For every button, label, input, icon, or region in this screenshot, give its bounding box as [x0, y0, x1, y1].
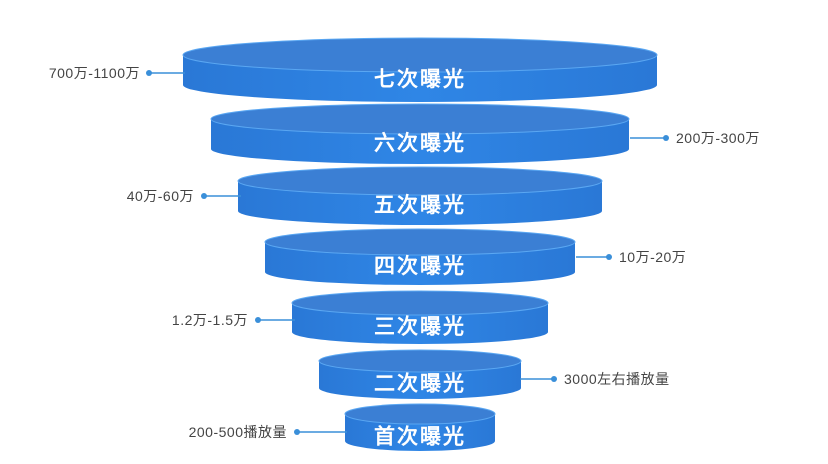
callout-dot — [551, 376, 557, 382]
tier-callout: 700万-1100万 — [49, 65, 185, 81]
tier-disc-body — [238, 181, 602, 225]
funnel-tier: 七次曝光 — [182, 37, 658, 102]
tier-disc-top — [237, 166, 603, 196]
tier-value-label: 10万-20万 — [619, 249, 686, 265]
callout-dot — [663, 135, 669, 141]
tier-callout: 200-500播放量 — [189, 424, 347, 440]
tier-label: 四次曝光 — [374, 254, 466, 278]
funnel-tier: 六次曝光 — [210, 103, 630, 164]
callout-dot — [255, 317, 261, 323]
tier-label: 六次曝光 — [374, 131, 466, 155]
tier-disc-body — [183, 55, 657, 102]
tier-disc-top — [210, 103, 630, 135]
tier-callout: 200万-300万 — [630, 130, 760, 146]
tier-disc-top — [182, 37, 658, 73]
tier-label: 七次曝光 — [374, 67, 466, 91]
funnel-tier: 四次曝光 — [264, 228, 576, 285]
callout-dot — [201, 193, 207, 199]
tier-callout: 3000左右播放量 — [520, 371, 670, 387]
tier-disc-body — [211, 119, 629, 164]
tier-callout: 1.2万-1.5万 — [172, 312, 295, 328]
tier-disc-body — [265, 242, 575, 285]
funnel-tier: 首次曝光 — [344, 403, 496, 451]
tier-callout: 40万-60万 — [127, 188, 241, 204]
tier-disc-body — [319, 361, 521, 399]
funnel-tier: 二次曝光 — [318, 349, 522, 399]
tier-disc-top — [291, 290, 549, 316]
tier-disc-top — [318, 349, 522, 373]
tier-value-label: 40万-60万 — [127, 188, 194, 204]
tier-disc-top — [344, 403, 496, 425]
callout-dot — [146, 70, 152, 76]
tier-label: 二次曝光 — [374, 372, 466, 396]
tier-value-label: 3000左右播放量 — [564, 371, 670, 387]
tier-value-label: 200万-300万 — [676, 130, 760, 146]
tier-label: 三次曝光 — [374, 315, 466, 339]
tier-disc-body — [292, 303, 548, 344]
tier-label: 五次曝光 — [374, 193, 466, 217]
tier-value-label: 700万-1100万 — [49, 65, 140, 81]
callout-dot — [294, 429, 300, 435]
tier-disc-top — [264, 228, 576, 256]
tier-label: 首次曝光 — [374, 425, 466, 449]
callout-dot — [606, 254, 612, 260]
funnel-tier: 五次曝光 — [237, 166, 603, 225]
funnel-tier: 三次曝光 — [291, 290, 549, 344]
tier-disc-body — [345, 414, 495, 451]
tier-value-label: 1.2万-1.5万 — [172, 312, 248, 328]
tier-value-label: 200-500播放量 — [189, 424, 287, 440]
tier-callout: 10万-20万 — [576, 249, 686, 265]
